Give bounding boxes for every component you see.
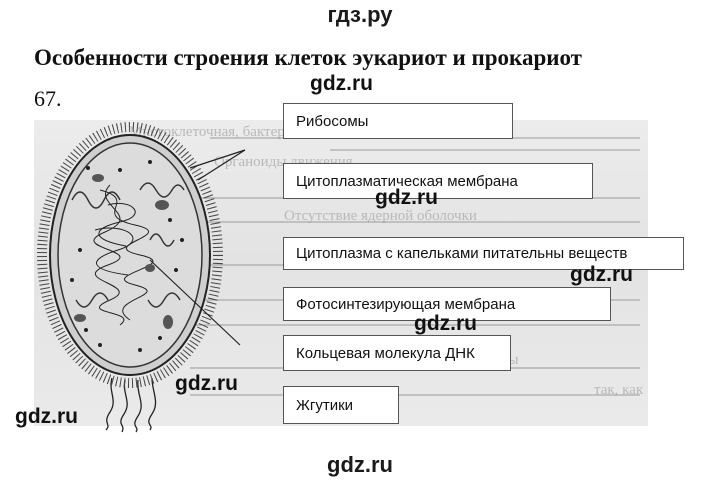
label-photosynthetic-membrane: Фотосинтезирующая мембрана bbox=[283, 287, 611, 321]
label-cytoplasm: Цитоплазма с капельками питательны вещес… bbox=[283, 237, 684, 270]
ribosomes bbox=[70, 160, 184, 352]
watermark: gdz.ru bbox=[414, 312, 477, 335]
label-ribosomes: Рибосомы bbox=[283, 103, 513, 139]
exercise-number: 67. bbox=[34, 86, 62, 111]
pili bbox=[37, 122, 223, 388]
watermark: gdz.ru bbox=[570, 263, 633, 286]
label-cytoplasmic-membrane: Цитоплазматическая мембрана bbox=[283, 163, 593, 199]
flagella bbox=[105, 377, 157, 433]
label-circular-dna: Кольцевая молекула ДНК bbox=[283, 335, 511, 371]
watermark: gdz.ru bbox=[310, 72, 373, 95]
watermark: gdz.ru bbox=[15, 405, 78, 428]
leader-lines bbox=[149, 149, 246, 346]
nutrient-droplets bbox=[74, 174, 173, 329]
site-header: гдз.ру bbox=[327, 2, 393, 27]
watermark: gdz.ru bbox=[175, 372, 238, 395]
site-footer: gdz.ru bbox=[327, 452, 393, 477]
faded-text: Отсутствие ядерной оболочки bbox=[284, 208, 477, 224]
label-flagella: Жгутики bbox=[283, 386, 399, 424]
faded-text: так, как bbox=[594, 382, 644, 398]
cell-membrane bbox=[57, 142, 203, 368]
photosynthetic-membrane bbox=[71, 182, 185, 308]
section-title: Особенности строения клеток эукариот и п… bbox=[34, 45, 582, 70]
dna-nucleoid bbox=[93, 184, 154, 326]
watermark: gdz.ru bbox=[375, 186, 438, 209]
